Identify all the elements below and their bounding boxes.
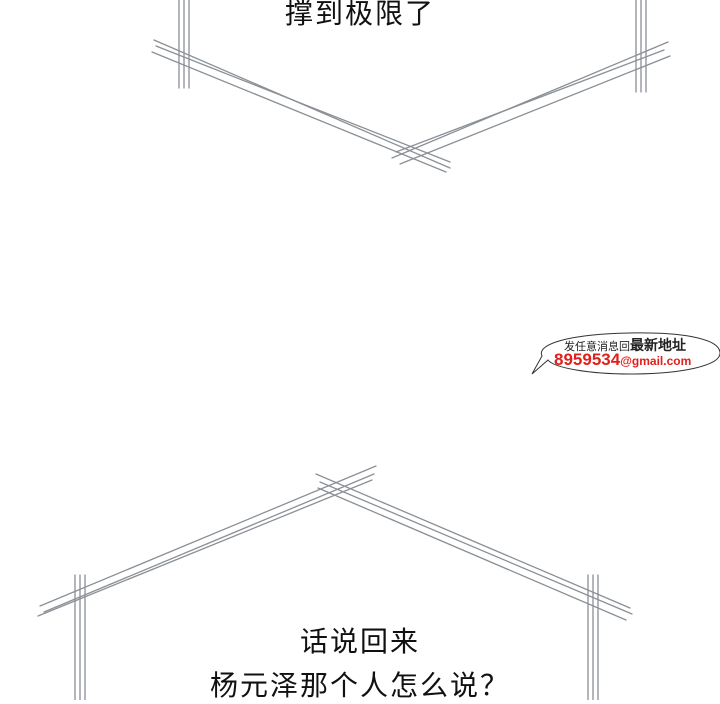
watermark-email-suffix: @gmail.com — [620, 354, 692, 368]
caption-bottom-line1: 话说回来 — [299, 625, 420, 658]
top-left-post — [178, 0, 190, 89]
caption-top: 撑到极限了 — [284, 0, 435, 30]
watermark-big-text: 最新地址 — [630, 338, 686, 354]
bottom-left-post — [74, 574, 86, 701]
caption-bottom-line2: 杨元泽那个人怎么说？ — [209, 669, 510, 702]
bottom-roof-right-beam — [315, 473, 633, 621]
bottom-right-post — [587, 574, 599, 701]
speech-bubble-icon — [531, 332, 720, 375]
watermark-small-text: 发任意消息回 — [564, 340, 630, 353]
top-v-right-beam — [391, 41, 671, 165]
watermark-number: 8959534 — [554, 350, 621, 369]
watermark-line1: 发任意消息回最新地址 — [564, 335, 686, 355]
bottom-roof-left-beam — [37, 465, 377, 617]
top-right-post — [635, 0, 647, 93]
watermark-line2: 8959534@gmail.com — [554, 350, 691, 370]
watermark-bubble: 发任意消息回最新地址 8959534@gmail.com — [530, 330, 720, 378]
